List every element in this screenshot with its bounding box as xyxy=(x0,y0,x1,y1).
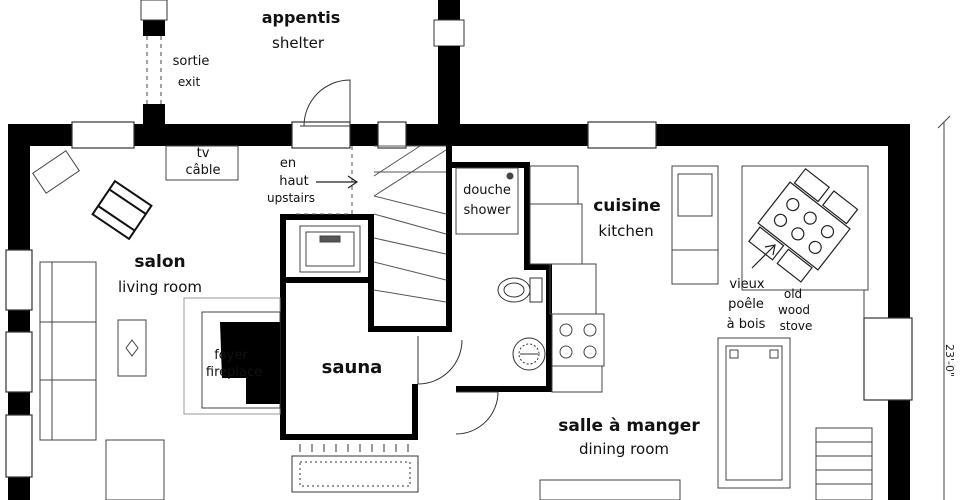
stove-label-en-2: wood xyxy=(777,303,811,317)
upstairs-label-2: haut xyxy=(279,174,309,189)
tv-label: tv xyxy=(196,146,210,161)
fireplace-label-fr: foyer xyxy=(214,348,248,363)
kitchen-table xyxy=(748,167,859,283)
living-room-furniture xyxy=(32,145,239,500)
dining-room-label-en: dining room xyxy=(579,440,669,458)
kitchen-label-en: kitchen xyxy=(598,222,654,240)
toilet xyxy=(497,277,543,303)
exit-label-fr: sortie xyxy=(172,54,210,69)
living-room-label-en: living room xyxy=(118,278,202,296)
stove-label-fr-2: poêle xyxy=(728,297,764,312)
living-room-label-fr: salon xyxy=(134,252,186,272)
shower-label-fr: douche xyxy=(463,183,511,198)
shelter-walls xyxy=(140,0,465,127)
fireplace-label-en: fireplace xyxy=(205,365,263,380)
dining-room-label-fr: salle à manger xyxy=(558,416,700,436)
fireplace xyxy=(183,297,281,415)
stove-label-en-1: old xyxy=(783,287,803,301)
dining-room-furniture xyxy=(539,290,873,500)
sauna-bench xyxy=(291,455,419,493)
sauna-heater xyxy=(299,225,361,273)
bath-sink xyxy=(512,337,546,371)
upstairs-label-3: upstairs xyxy=(266,191,316,205)
kitchen-label-fr: cuisine xyxy=(593,196,661,216)
shower xyxy=(455,167,519,235)
sauna-label: sauna xyxy=(321,357,383,378)
interior-walls xyxy=(280,146,552,440)
stove-arrow xyxy=(751,244,776,269)
kitchen-counters xyxy=(529,165,869,393)
shelter-label-en: shelter xyxy=(272,34,324,52)
stove-label-fr-3: à bois xyxy=(726,317,766,332)
exterior-walls xyxy=(8,124,910,500)
staircase xyxy=(296,145,447,303)
stove-label-fr-1: vieux xyxy=(729,277,765,292)
cable-label: câble xyxy=(185,163,221,178)
upstairs-label-1: en xyxy=(279,156,297,171)
wall-openings xyxy=(5,121,913,478)
interior-doors xyxy=(417,336,499,435)
exit-label-en: exit xyxy=(177,75,201,89)
shower-label-en: shower xyxy=(463,203,511,218)
shelter-label-fr: appentis xyxy=(261,8,341,27)
dimension-line xyxy=(937,115,951,500)
bench-slats xyxy=(299,444,409,452)
stove-label-en-3: stove xyxy=(779,319,813,333)
dimension-label: 23'-0" xyxy=(943,344,956,378)
upstairs-arrow xyxy=(316,175,359,189)
